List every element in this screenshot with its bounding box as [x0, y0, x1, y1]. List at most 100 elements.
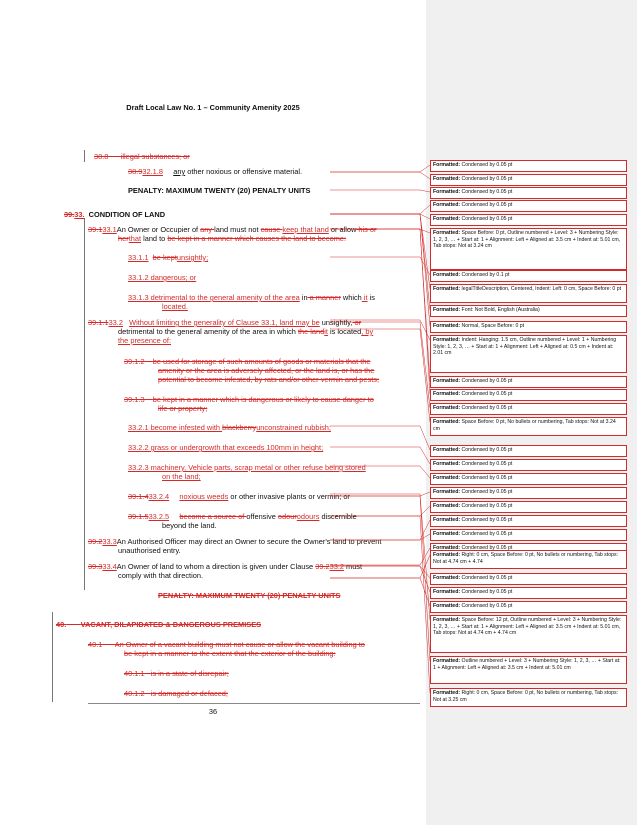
- balloon-text: Condensed by 0.05 pt: [460, 447, 513, 453]
- clause-32-1-8: 38.932.1.8 any other noxious or offensiv…: [128, 167, 303, 176]
- balloon-text: Condensed by 0.05 pt: [460, 531, 513, 537]
- formatting-balloon[interactable]: Formatted: Space Before: 0 pt, Outline n…: [430, 228, 627, 270]
- balloon-label: Formatted:: [433, 391, 461, 397]
- formatting-balloon[interactable]: Formatted: Condensed by 0.05 pt: [430, 389, 627, 401]
- penalty-line: PENALTY: MAXIMUM TWENTY (20) PENALTY UNI…: [128, 186, 311, 195]
- formatting-balloon[interactable]: Formatted: Condensed by 0.05 pt: [430, 473, 627, 485]
- clause-33-2-cont2: the presence of:: [118, 336, 172, 345]
- formatting-balloon[interactable]: Formatted: Condensed by 0.05 pt: [430, 174, 627, 186]
- balloon-label: Formatted:: [433, 503, 461, 509]
- clause-33-1: 39.133.1An Owner or Occupier of any land…: [88, 225, 377, 234]
- balloon-label: Formatted:: [433, 176, 461, 182]
- formatting-balloon[interactable]: Formatted: Condensed by 0.05 pt: [430, 487, 627, 499]
- balloon-text: Condensed by 0.05 pt: [460, 489, 513, 495]
- formatting-balloon[interactable]: Formatted: Condensed by 0.05 pt: [430, 459, 627, 471]
- balloon-label: Formatted:: [433, 286, 461, 292]
- balloon-connector: [330, 446, 431, 465]
- balloon-text: Right: 0 cm, Space Before: 0 pt, No bull…: [433, 690, 619, 703]
- balloon-label: Formatted:: [433, 419, 461, 425]
- balloon-text: Condensed by 0.05 pt: [460, 603, 513, 609]
- balloon-label: Formatted:: [433, 545, 461, 551]
- formatting-balloon[interactable]: Formatted: Condensed by 0.05 pt: [430, 445, 627, 457]
- clause-39-1-2-cont2: potential to become infested, by rats an…: [158, 375, 380, 384]
- clause-33-2-1: 33.2.1 become infested with blackberryun…: [128, 423, 331, 432]
- clause-33-2-3: 33.2.3 machinery, Vehicle parts, scrap m…: [128, 463, 366, 472]
- formatting-balloon[interactable]: Formatted: legalTitleDescription, Center…: [430, 284, 627, 303]
- change-bar: [52, 612, 53, 702]
- formatting-balloon[interactable]: Formatted: Condensed by 0.05 pt: [430, 601, 627, 613]
- balloon-text: Condensed by 0.05 pt: [460, 216, 513, 222]
- heading-condition-of-land: 39.33. CONDITION OF LAND: [64, 210, 166, 219]
- balloon-text: Condensed by 0.05 pt: [460, 202, 513, 208]
- formatting-balloon[interactable]: Formatted: Indent: Hanging: 1.5 cm, Outl…: [430, 335, 627, 373]
- page-header: Draft Local Law No. 1 – Community Amenit…: [126, 103, 300, 112]
- balloon-label: Formatted:: [433, 216, 461, 222]
- balloon-label: Formatted:: [433, 202, 461, 208]
- balloon-label: Formatted:: [433, 378, 461, 384]
- clause-39-1-3-cont: life or property;: [158, 404, 208, 413]
- formatting-balloon[interactable]: Formatted: Condensed by 0.05 pt: [430, 160, 627, 172]
- change-bar: [84, 320, 85, 590]
- balloon-label: Formatted:: [433, 575, 461, 581]
- balloon-connector: [330, 256, 431, 276]
- formatting-balloon[interactable]: Formatted: Space Before: 12 pt, Outline …: [430, 615, 627, 653]
- clause-33-1-3-cont: located.: [162, 302, 188, 311]
- clause-39-1-2-cont: amenity or the area is adversely affecte…: [158, 366, 375, 375]
- formatting-balloon[interactable]: Formatted: Right: 0 cm, Space Before: 0 …: [430, 688, 627, 707]
- formatting-balloon[interactable]: Formatted: Condensed by 0.05 pt: [430, 403, 627, 415]
- balloon-text: Condensed by 0.05 pt: [460, 405, 513, 411]
- balloon-label: Formatted:: [433, 162, 461, 168]
- formatting-balloon[interactable]: Formatted: Condensed by 0.05 pt: [430, 214, 627, 226]
- formatting-balloon[interactable]: Formatted: Condensed by 0.1 pt: [430, 270, 627, 282]
- formatting-balloon[interactable]: Formatted: Condensed by 0.05 pt: [430, 587, 627, 599]
- balloon-label: Formatted:: [433, 447, 461, 453]
- clause-40-1: 40.1 An Owner of a vacant building must …: [88, 640, 365, 649]
- balloon-text: Condensed by 0.05 pt: [460, 189, 513, 195]
- clause-38-8: 38.8 illegal substances; or: [94, 152, 190, 161]
- clause-33-4: 39.333.4An Owner of land to whom a direc…: [88, 562, 363, 571]
- balloon-text: Space Before: 0 pt, No bullets or number…: [433, 419, 616, 432]
- clause-33-1-1: 33.1.1 be keptunsightly;: [128, 253, 209, 262]
- balloon-connector: [330, 171, 431, 180]
- formatting-balloon[interactable]: Formatted: Condensed by 0.05 pt: [430, 515, 627, 527]
- balloon-text: Condensed by 0.1 pt: [460, 272, 510, 278]
- clause-33-2-2: 33.2.2 grass or undergrowth that exceeds…: [128, 443, 324, 452]
- balloon-connector: [330, 425, 431, 451]
- balloon-label: Formatted:: [433, 617, 461, 623]
- change-bar: [84, 150, 85, 162]
- balloon-label: Formatted:: [433, 307, 461, 313]
- balloon-text: Condensed by 0.05 pt: [460, 461, 513, 467]
- formatting-balloon[interactable]: Formatted: Condensed by 0.05 pt: [430, 187, 627, 199]
- formatting-balloon[interactable]: Formatted: Space Before: 0 pt, No bullet…: [430, 417, 627, 436]
- formatting-balloon[interactable]: Formatted: Condensed by 0.05 pt: [430, 501, 627, 513]
- formatting-balloon[interactable]: Formatted: Outline numbered + Level: 3 +…: [430, 656, 627, 684]
- formatting-balloon[interactable]: Formatted: Normal, Space Before: 0 pt: [430, 321, 627, 333]
- clause-33-2-5-cont: beyond the land.: [162, 521, 217, 530]
- balloon-label: Formatted:: [433, 603, 461, 609]
- balloon-text: Condensed by 0.05 pt: [460, 503, 513, 509]
- formatting-balloon[interactable]: Formatted: Right: 0 cm, Space Before: 0 …: [430, 550, 627, 569]
- balloon-connector: [330, 189, 431, 193]
- balloon-label: Formatted:: [433, 589, 461, 595]
- balloon-text: Condensed by 0.05 pt: [460, 575, 513, 581]
- clause-33-3-cont: unauthorised entry.: [118, 546, 181, 555]
- balloon-label: Formatted:: [433, 517, 461, 523]
- formatting-balloon[interactable]: Formatted: Font: Not Bold, English (Aust…: [430, 305, 627, 317]
- balloon-label: Formatted:: [433, 337, 461, 343]
- balloon-connector: [330, 577, 431, 607]
- formatting-balloon[interactable]: Formatted: Condensed by 0.05 pt: [430, 376, 627, 388]
- balloon-label: Formatted:: [433, 475, 461, 481]
- formatting-balloon[interactable]: Formatted: Condensed by 0.05 pt: [430, 573, 627, 585]
- balloon-text: Font: Not Bold, English (Australia): [460, 307, 540, 313]
- formatting-balloon[interactable]: Formatted: Condensed by 0.05 pt: [430, 200, 627, 212]
- balloon-text: Condensed by 0.05 pt: [460, 162, 513, 168]
- balloon-connector: [330, 164, 431, 173]
- balloon-text: Condensed by 0.05 pt: [460, 176, 513, 182]
- formatting-balloon[interactable]: Formatted: Condensed by 0.05 pt: [430, 529, 627, 541]
- balloon-text: Normal, Space Before: 0 pt: [460, 323, 525, 329]
- balloon-label: Formatted:: [433, 489, 461, 495]
- balloon-text: Indent: Hanging: 1.5 cm, Outline numbere…: [433, 337, 617, 357]
- clause-33-2-3-cont: on the land;: [162, 472, 201, 481]
- balloon-label: Formatted:: [433, 323, 461, 329]
